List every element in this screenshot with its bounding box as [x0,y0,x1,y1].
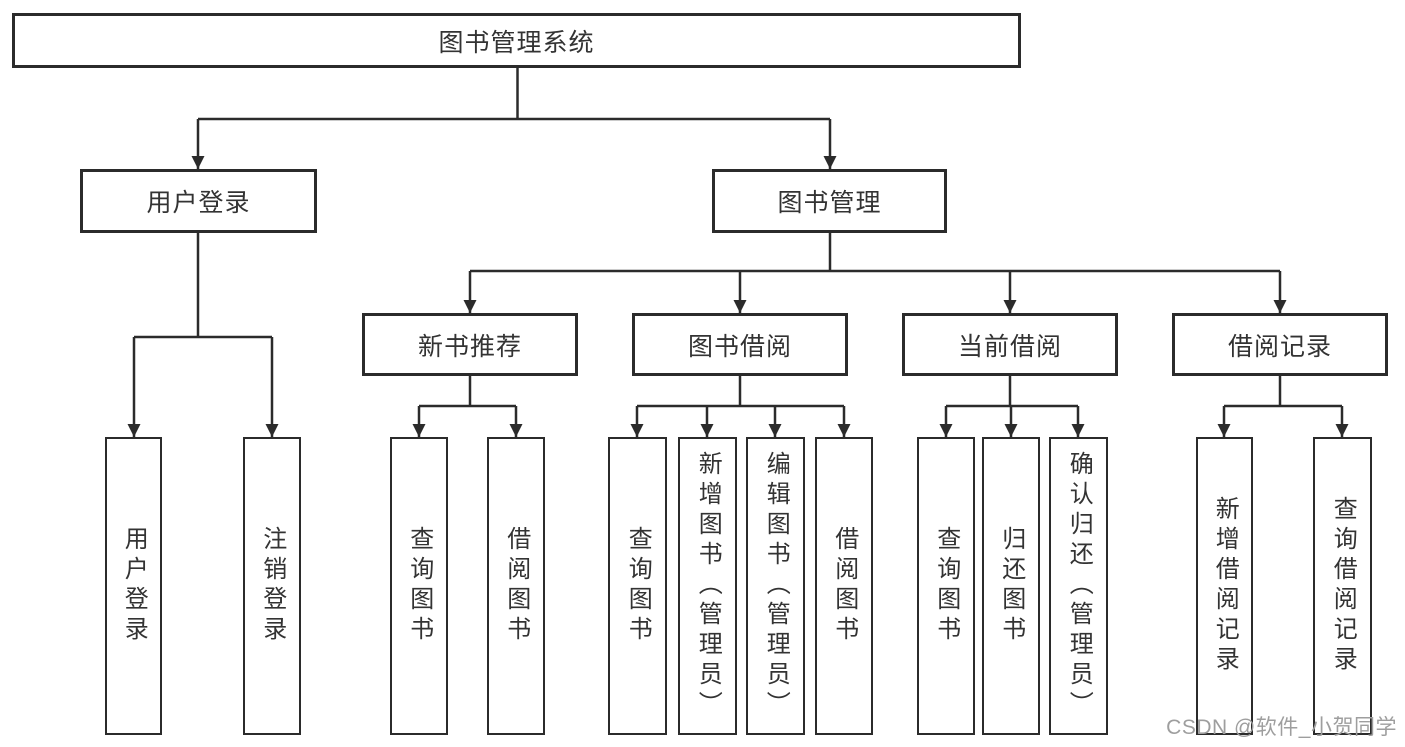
leaf-current-query-books-label: 查询图书 [932,526,960,646]
node-user-login: 用户登录 [80,169,317,233]
node-new-book-recommend: 新书推荐 [362,313,578,376]
leaf-records-add-record-label: 新增借阅记录 [1211,496,1239,676]
leaf-current-return-books: 归还图书 [982,437,1040,735]
leaf-user-login: 用户登录 [105,437,162,735]
node-book-borrowing: 图书借阅 [632,313,848,376]
leaf-newbooks-query-books-label: 查询图书 [405,526,433,646]
node-book-management: 图书管理 [712,169,947,233]
leaf-current-confirm-return-admin-label: 确认归还（管理员） [1065,451,1093,721]
leaf-records-query-record: 查询借阅记录 [1313,437,1372,735]
node-root-system: 图书管理系统 [12,13,1021,68]
leaf-logout: 注销登录 [243,437,301,735]
leaf-user-login-label: 用户登录 [120,526,148,646]
leaf-borrow-add-books-admin: 新增图书（管理员） [678,437,737,735]
leaf-records-query-record-label: 查询借阅记录 [1329,496,1357,676]
node-borrowing-records: 借阅记录 [1172,313,1388,376]
leaf-current-query-books: 查询图书 [917,437,975,735]
leaf-current-confirm-return-admin: 确认归还（管理员） [1049,437,1108,735]
watermark: CSDN @软件_小贺同学 [1166,716,1397,739]
leaf-borrow-query-books: 查询图书 [608,437,667,735]
node-current-borrowing: 当前借阅 [902,313,1118,376]
leaf-borrow-borrow-books-label: 借阅图书 [830,526,858,646]
leaf-borrow-edit-books-admin-label: 编辑图书（管理员） [762,451,790,721]
leaf-newbooks-borrow-books-label: 借阅图书 [502,526,530,646]
leaf-borrow-edit-books-admin: 编辑图书（管理员） [746,437,805,735]
leaf-newbooks-query-books: 查询图书 [390,437,448,735]
leaf-borrow-borrow-books: 借阅图书 [815,437,873,735]
leaf-newbooks-borrow-books: 借阅图书 [487,437,545,735]
leaf-logout-label: 注销登录 [258,526,286,646]
leaf-records-add-record: 新增借阅记录 [1196,437,1253,735]
leaf-current-return-books-label: 归还图书 [997,526,1025,646]
leaf-borrow-add-books-admin-label: 新增图书（管理员） [694,451,722,721]
leaf-borrow-query-books-label: 查询图书 [624,526,652,646]
